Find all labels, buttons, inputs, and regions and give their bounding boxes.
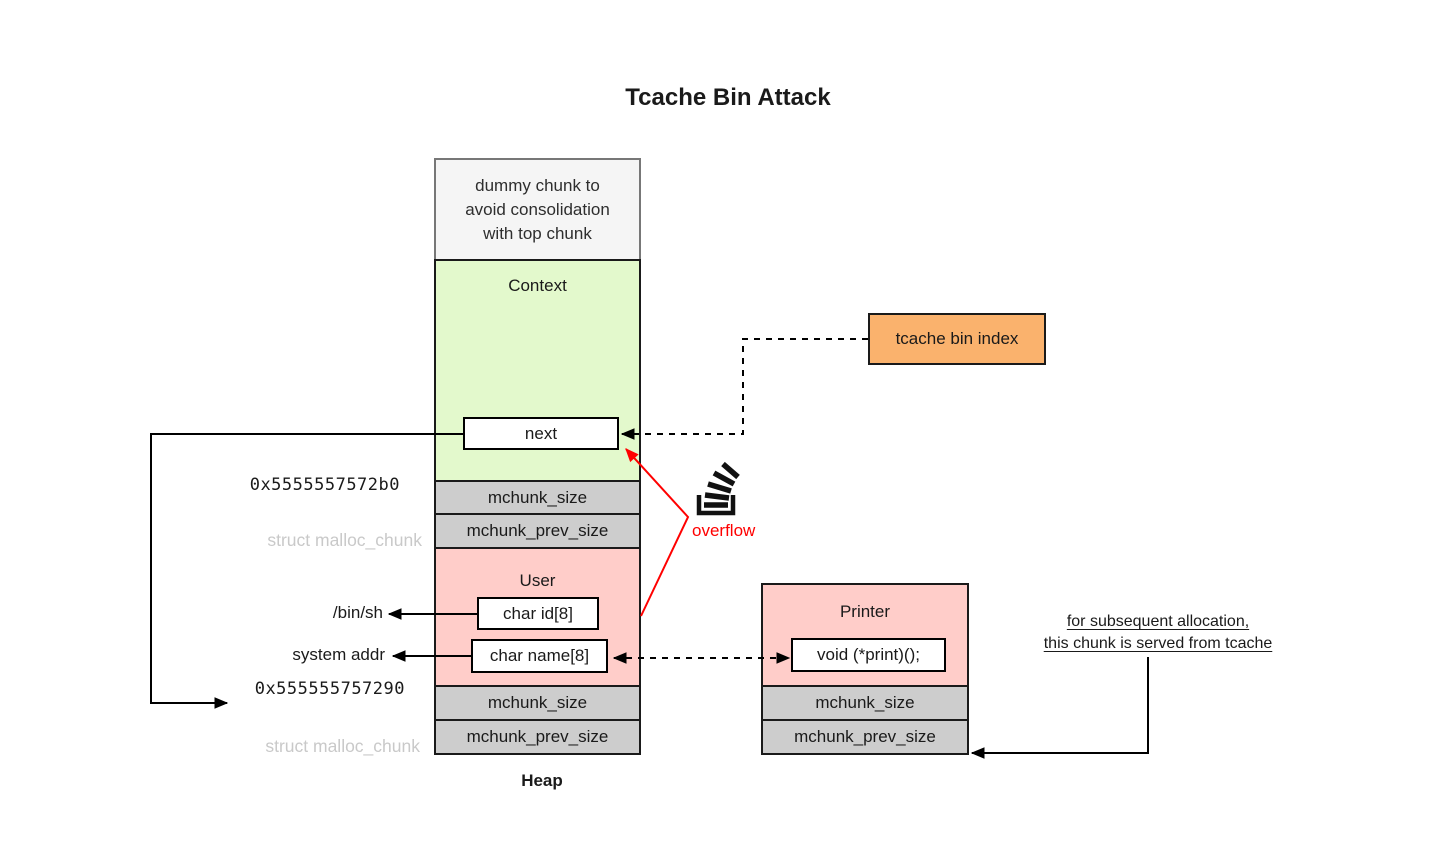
next-field: next xyxy=(463,417,619,450)
overflow-label: overflow xyxy=(692,521,756,540)
char-id-field: char id[8] xyxy=(477,597,599,630)
dummy-chunk-box: dummy chunk to avoid consolidation with … xyxy=(434,158,641,261)
struct-malloc-chunk-label-top: struct malloc_chunk xyxy=(267,530,422,550)
mchunk-size-row-user: mchunk_size xyxy=(434,685,641,721)
stack-overflow-icon xyxy=(696,461,740,516)
address-bottom-label: 0x555555757290 xyxy=(254,679,405,699)
print-fn-field: void (*print)(); xyxy=(791,638,946,672)
user-label: User xyxy=(519,571,556,590)
mchunk-prev-size-row-printer: mchunk_prev_size xyxy=(761,719,969,755)
tcache-note-line2: this chunk is served from tcache xyxy=(1043,634,1273,652)
char-name-field: char name[8] xyxy=(471,639,608,673)
heap-label: Heap xyxy=(521,771,563,790)
tcache-note: for subsequent allocation, this chunk is… xyxy=(1008,611,1308,654)
address-top-label: 0x5555557572b0 xyxy=(249,475,400,495)
page-title: Tcache Bin Attack xyxy=(625,84,831,111)
mchunk-prev-size-row-context: mchunk_prev_size xyxy=(434,513,641,549)
system-addr-label: system addr xyxy=(292,645,385,664)
mchunk-prev-size-row-user: mchunk_prev_size xyxy=(434,719,641,755)
binsh-label: /bin/sh xyxy=(332,603,383,622)
context-label: Context xyxy=(508,276,567,295)
struct-malloc-chunk-label-bottom: struct malloc_chunk xyxy=(265,736,420,756)
tcache-index-to-next-dashed-arrow xyxy=(622,338,868,434)
tcache-bin-index-box: tcache bin index xyxy=(868,313,1046,365)
mchunk-size-row-context: mchunk_size xyxy=(434,480,641,515)
note-to-printer-chunk-arrow xyxy=(972,657,1149,753)
printer-label: Printer xyxy=(839,602,891,621)
tcache-note-line1: for subsequent allocation, xyxy=(1066,613,1250,630)
mchunk-size-row-printer: mchunk_size xyxy=(761,685,969,721)
